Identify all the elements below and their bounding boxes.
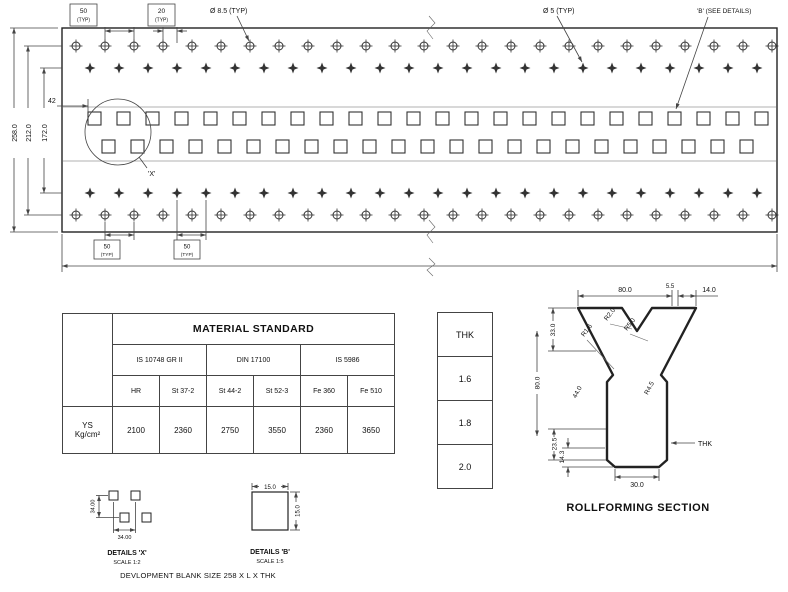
dim-total-height: 258.0 [12, 124, 19, 142]
dim-height-212: 212.0 [26, 124, 33, 142]
section-dim-33: 33.0 [550, 323, 557, 336]
ys-row-label: YS Kg/cm² [62, 406, 113, 454]
thk-header-cell: THK [437, 312, 493, 357]
radius-label-r4-5: R4.5 [643, 380, 656, 396]
blank-outline [61, 27, 778, 233]
detail-b-dim-height: 15.0 [296, 505, 302, 517]
pitch-50-bottom-1-value: 50 [104, 245, 111, 251]
pitch-50-bottom-callout-2: 50 (TYP) [173, 200, 207, 260]
detail-x-dimension-lines [96, 495, 136, 533]
section-dim-top-width: 80.0 [618, 287, 632, 294]
offset-20-typ: (TYP) [155, 18, 168, 24]
rollforming-section-title: ROLLFORMING SECTION [566, 502, 709, 514]
offset-20-value: 20 [158, 8, 166, 15]
material-standard-table: MATERIAL STANDARD IS 10748 GR II DIN 171… [62, 313, 395, 454]
hole-rows-diamonds [84, 62, 763, 199]
detail-b-title: DETAILS 'B' [250, 549, 290, 556]
detail-b-square-hole [251, 491, 289, 531]
section-dim-44: 44.0 [572, 385, 584, 400]
pitch-50-bottom-1-typ: (TYP) [101, 252, 114, 258]
section-dim-14: 14.0 [702, 287, 716, 294]
section-thk-label: THK [698, 441, 712, 448]
hole-rows-squares [87, 111, 769, 154]
break-line-bottom [426, 219, 436, 244]
detail-b-dim-width: 15.0 [264, 485, 276, 491]
grade-cell: HR [112, 375, 160, 407]
pitch-50-bottom-2-value: 50 [184, 245, 191, 251]
standard-cell-is5986: IS 5986 [300, 344, 395, 376]
section-dim-5-5: 5.5 [666, 284, 675, 290]
r5-0-leader [629, 333, 649, 342]
grade-cell: Fe 360 [300, 375, 348, 407]
r1-6-leader [586, 339, 615, 370]
standard-cell-din17100: DIN 17100 [206, 344, 301, 376]
thk-value-cell: 1.8 [437, 400, 493, 445]
break-line-top [426, 15, 436, 40]
detail-x-dim-vertical: 34.00 [91, 500, 97, 514]
break-line-dim [426, 257, 436, 277]
section-dim-23-5: 23.5 [552, 437, 559, 450]
ys-value-cell: 3550 [253, 406, 301, 454]
section-dim-height-80: 80.0 [535, 376, 542, 389]
detail-b-ref-label: 'B' (SEE DETAILS) [697, 8, 751, 15]
ys-value-cell: 2100 [112, 406, 160, 454]
grade-cell: St 37-2 [159, 375, 207, 407]
ys-value-cell: 2750 [206, 406, 254, 454]
detail-x-callout-circle [84, 98, 152, 166]
detail-x-dim-horizontal: 34.00 [118, 535, 132, 541]
pitch-50-bottom-2-typ: (TYP) [181, 252, 194, 258]
detail-b-scale: SCALE 1:5 [256, 559, 283, 565]
grade-cell: St 44-2 [206, 375, 254, 407]
development-blank-note: DEVLOPMENT BLANK SIZE 258 X L X THK [120, 571, 276, 580]
dim-42: 42 [48, 98, 56, 105]
detail-b-leader [675, 16, 709, 110]
r2-0-leader [609, 323, 633, 330]
thk-value-cell: 1.6 [437, 356, 493, 401]
section-dim-bottom-width: 30.0 [630, 482, 644, 489]
thickness-table: THK 1.6 1.8 2.0 [437, 312, 493, 489]
grade-cell: St 52-3 [253, 375, 301, 407]
dia-8-5-leader [236, 15, 250, 42]
pitch-50-bottom-callout-1: 50 (TYP) [93, 222, 135, 260]
blank-development-view: 'X' 258.0 212.0 172.0 42 50 (TYP) [10, 3, 779, 277]
section-bottom-dimension-lines [614, 469, 660, 481]
detail-x-leader [138, 156, 148, 169]
standard-cell-is10748: IS 10748 GR II [112, 344, 207, 376]
detail-b-view: 15.0 15.0 DETAILS 'B' SCALE 1:5 [250, 483, 302, 565]
thk-value-cell: 2.0 [437, 444, 493, 489]
ys-value-cell: 3650 [347, 406, 395, 454]
dia-5-label: Ø 5 (TYP) [543, 8, 575, 15]
dia-8-5-label: Ø 8.5 (TYP) [210, 8, 247, 15]
section-dim-14-3: 14.3 [559, 450, 566, 463]
detail-b-dimension-lines [251, 483, 300, 531]
detail-x-ref-label: 'X' [148, 171, 155, 178]
grade-cell: Fe 510 [347, 375, 395, 407]
ys-label-line2: Kg/cm² [74, 430, 101, 439]
pitch-50-top-callout: 50 (TYP) [69, 3, 135, 43]
pitch-50-top-value: 50 [80, 8, 88, 15]
material-table-blank-cell [62, 313, 113, 407]
dia-5-leader [556, 15, 583, 63]
detail-x-title: DETAILS 'X' [107, 550, 147, 557]
section-top-dimension-lines [577, 290, 718, 306]
section-left-dimension-lines [535, 307, 613, 477]
rollforming-section-view: 80.0 5.5 14.0 R1.6 R2.0 R5.0 33.0 80. [535, 284, 718, 514]
height-dimension-lines [10, 27, 62, 233]
dim-height-172: 172.0 [42, 124, 49, 142]
pitch-50-top-typ: (TYP) [77, 18, 90, 24]
section-profile [576, 306, 698, 469]
ys-value-cell: 2360 [300, 406, 348, 454]
detail-x-scale: SCALE 1:2 [113, 560, 140, 566]
material-table-title: MATERIAL STANDARD [112, 313, 395, 345]
detail-x-squares [108, 490, 152, 523]
ys-value-cell: 2360 [159, 406, 207, 454]
offset-20-top-callout: 20 (TYP) [147, 3, 187, 43]
detail-x-view: 34.00 34.00 DETAILS 'X' SCALE 1:2 [91, 490, 152, 566]
ys-label-line1: YS [82, 421, 93, 430]
